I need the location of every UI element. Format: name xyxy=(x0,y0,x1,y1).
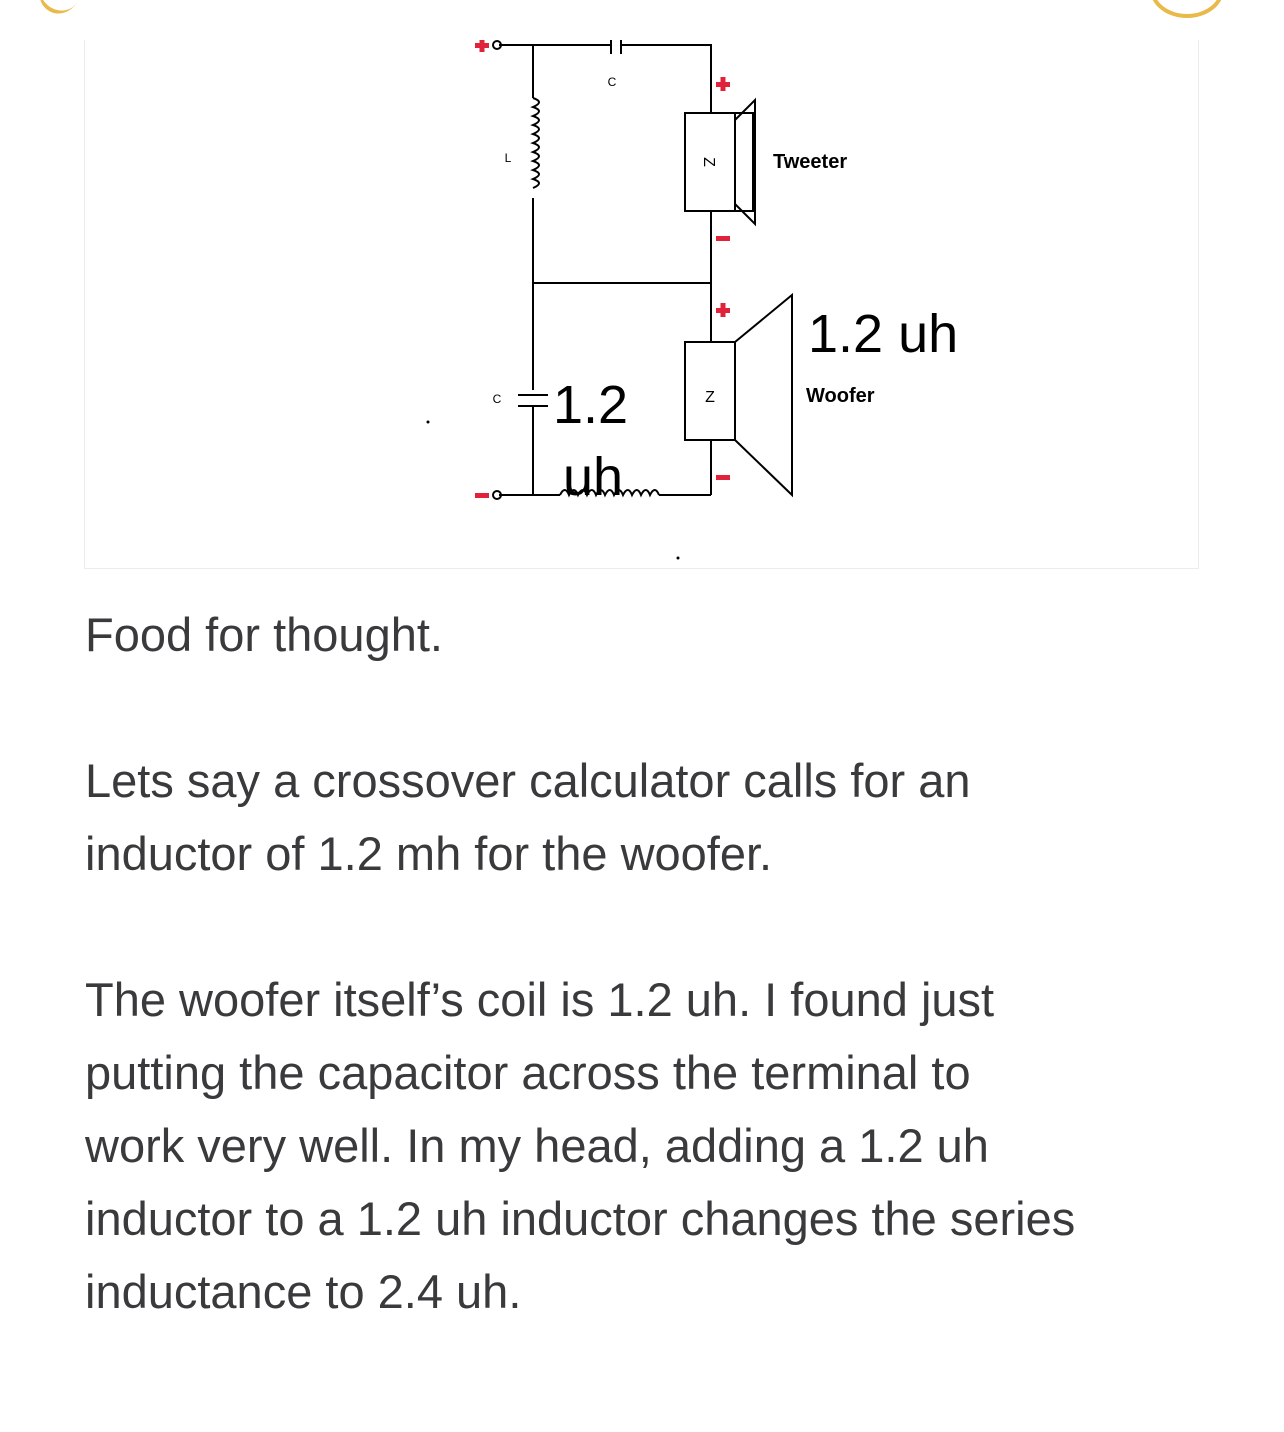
paragraph-2-line-1: Lets say a crossover calculator calls fo… xyxy=(85,754,971,807)
tweeter-label: Tweeter xyxy=(773,151,847,173)
stray-dot-bottom xyxy=(676,556,680,560)
capacitor-bottom-label: C xyxy=(493,392,502,406)
inductor-annotation-value: 1.2 xyxy=(553,375,628,435)
tweeter-impedance-label: Z xyxy=(700,157,717,167)
tweeter-magnet xyxy=(734,112,754,212)
inductor-bottom-coil xyxy=(559,489,660,498)
inductor-annotation-unit: uh xyxy=(563,447,623,507)
woofer-label: Woofer xyxy=(806,385,875,407)
polarity-marks xyxy=(475,40,730,498)
terminal-negative xyxy=(492,490,502,500)
paragraph-3-line-1: The woofer itself’s coil is 1.2 uh. I fo… xyxy=(85,973,995,1026)
terminal-positive xyxy=(492,40,502,50)
coil-annotation-right: 1.2 uh xyxy=(808,304,958,364)
paragraph-3-line-2: putting the capacitor across the termina… xyxy=(85,1046,971,1099)
tweeter-plus-v xyxy=(720,77,726,91)
tweeter-minus xyxy=(716,236,730,241)
paragraph-3-line-3: work very well. In my head, adding a 1.2… xyxy=(85,1119,989,1172)
crossover-schematic: C L C Z Z Tweeter Woofer 1.2 uh 1.2 uh xyxy=(426,40,958,560)
paragraph-3-line-4: inductor to a 1.2 uh inductor changes th… xyxy=(85,1192,1076,1245)
stray-dot-left xyxy=(426,420,430,424)
inductor-left-label: L xyxy=(505,151,512,165)
capacitor-top-label: C xyxy=(608,75,617,89)
paragraph-1: Food for thought. xyxy=(85,608,443,661)
back-arrow-icon[interactable] xyxy=(31,0,89,22)
profile-ring-icon[interactable] xyxy=(1150,0,1224,18)
paragraph-3-line-5: inductance to 2.4 uh. xyxy=(85,1265,522,1318)
woofer-impedance-box xyxy=(684,341,736,441)
post-body: Food for thought. Lets say a crossover c… xyxy=(85,598,1205,1328)
woofer-cone xyxy=(734,292,793,498)
inductor-left-coil xyxy=(530,97,540,189)
paragraph-2-line-2: inductor of 1.2 mh for the woofer. xyxy=(85,827,773,880)
input-minus xyxy=(475,493,489,498)
woofer-minus xyxy=(716,475,730,480)
tweeter-cone xyxy=(734,97,756,227)
input-plus-v xyxy=(479,40,485,52)
woofer-impedance-label: Z xyxy=(705,389,715,406)
crossover-diagram-image: C L C Z Z Tweeter Woofer 1.2 uh 1.2 uh xyxy=(84,40,1199,569)
woofer-plus-v xyxy=(720,303,726,317)
wire-top-right xyxy=(621,44,712,80)
